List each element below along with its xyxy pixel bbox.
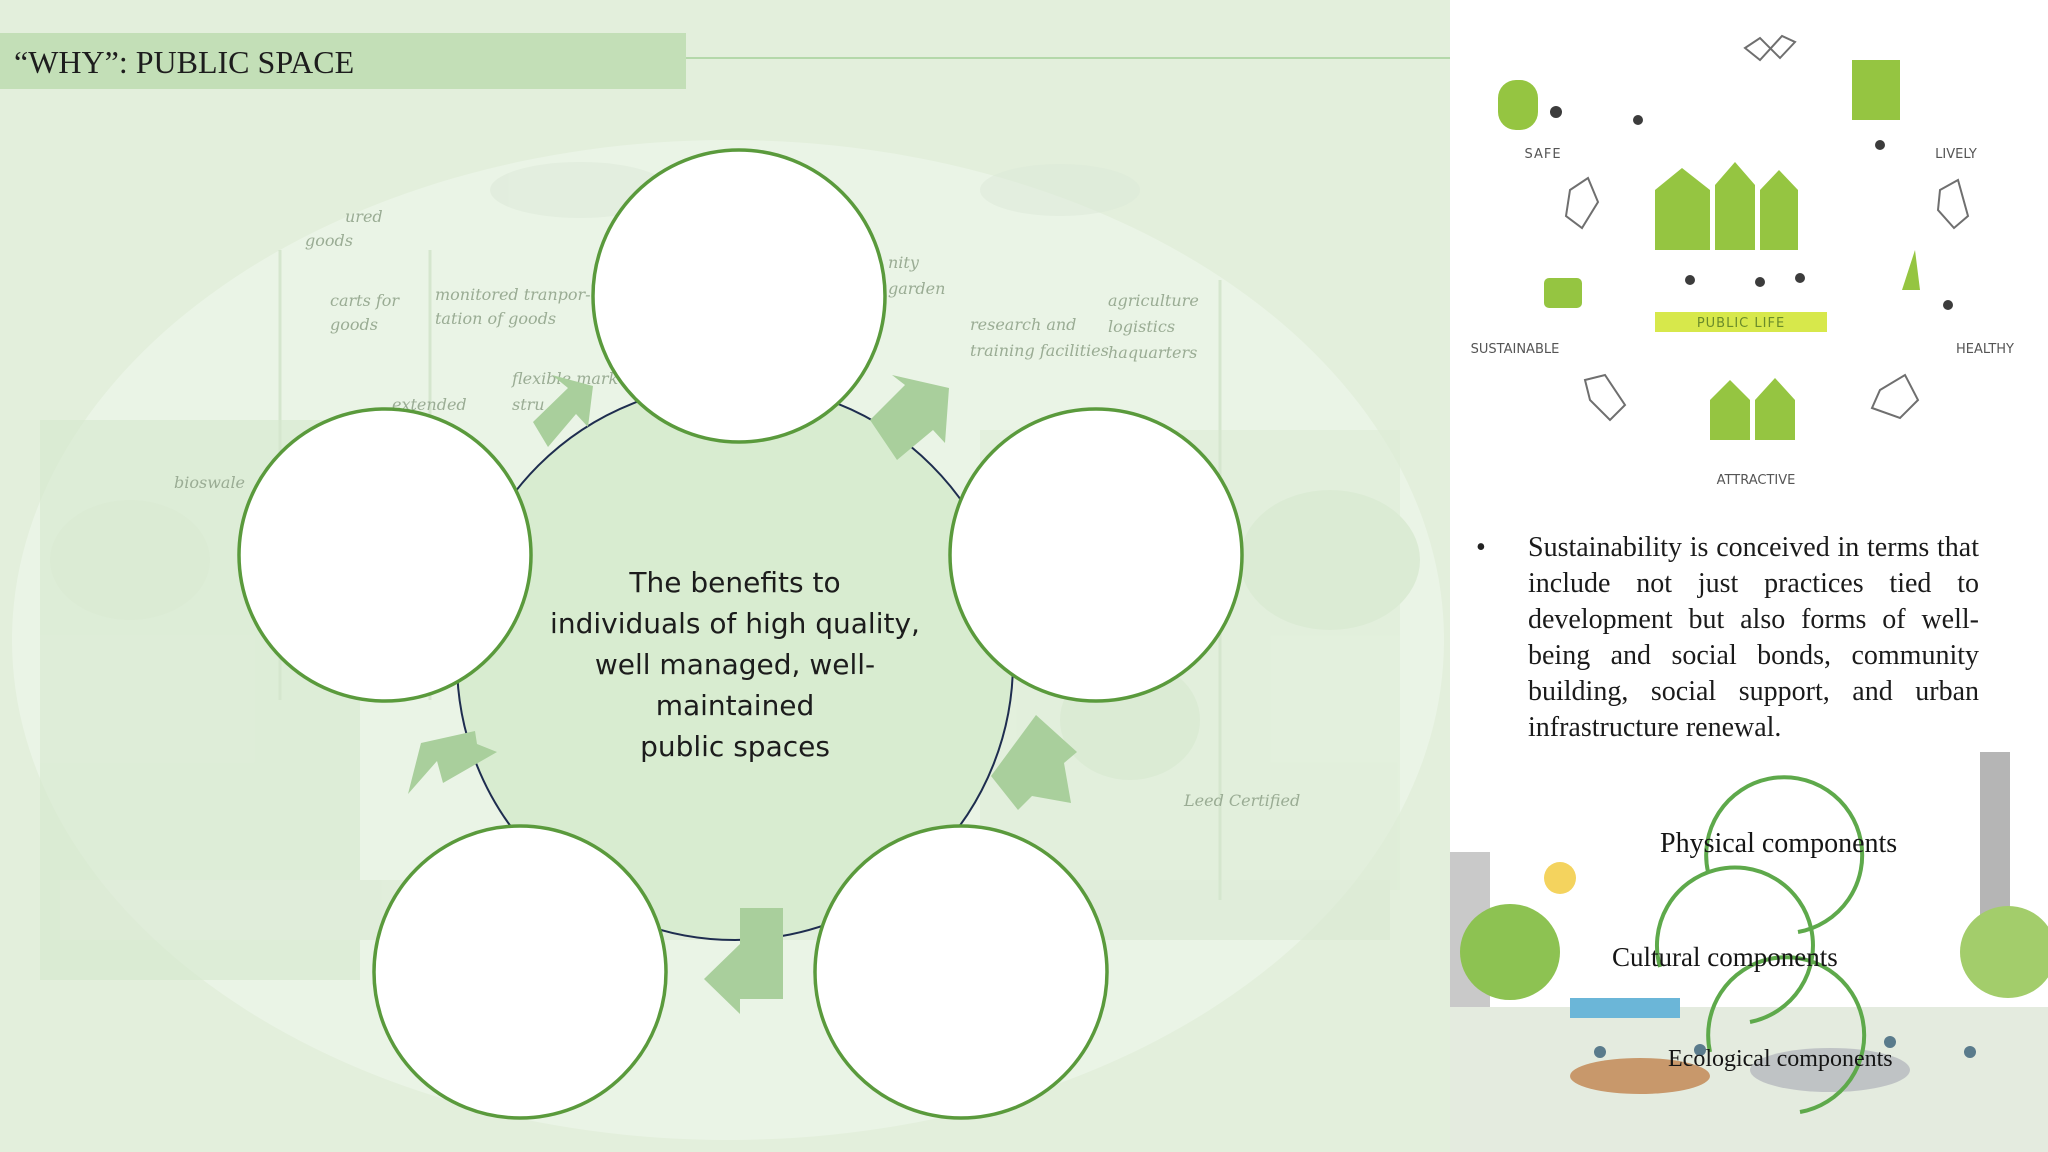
- cycle-arrow-icon-left-upper: [1564, 176, 1600, 230]
- public-life-diagram: PUBLIC LIFE SAFE LIVELY SUSTAINABLE HEAL…: [1471, 34, 2014, 488]
- attractive-house-right-icon: [1755, 400, 1795, 440]
- sketch-label-goods-2: goods: [330, 315, 378, 334]
- public-life-person-3-icon: [1795, 273, 1805, 283]
- person-icon-3: [1884, 1036, 1896, 1048]
- cycle-arrow-icon-left-lower: [1583, 373, 1627, 422]
- sketch-label-goods: goods: [305, 231, 353, 250]
- sketch-label-research-2: training facilities: [970, 341, 1109, 360]
- cultural-components-label: Cultural components: [1612, 942, 1838, 972]
- public-life-person-icon: [1685, 275, 1695, 285]
- cycle-diagram-canvas: goods ured carts for goods monitored tra…: [174, 148, 1420, 1120]
- sketch-label-research-1: research and: [970, 315, 1076, 334]
- lively-building-icon: [1852, 60, 1900, 120]
- center-line-4: maintained: [655, 689, 815, 722]
- person-icon-2: [1694, 1044, 1706, 1056]
- attractive-roof-left-icon: [1710, 380, 1750, 400]
- safe-tree-icon: [1498, 80, 1538, 130]
- sketch-label-extended: extended: [392, 395, 467, 414]
- safe-person-icon: [1550, 106, 1562, 118]
- outer-circle-bottom-left: [372, 824, 668, 1120]
- fountain-icon: [1750, 1048, 1910, 1092]
- person-icon-4: [1964, 1046, 1976, 1058]
- arrow-bottom: [704, 908, 783, 1014]
- sketch-label-bioswale: bioswale: [174, 473, 245, 492]
- center-line-5: public spaces: [640, 730, 830, 763]
- center-line-3: well managed, well-: [594, 648, 876, 681]
- sketch-label-nity: nity: [888, 253, 920, 272]
- slide-title: “WHY”: PUBLIC SPACE: [0, 33, 686, 89]
- sketch-label-monitored-2: tation of goods: [435, 309, 556, 328]
- healthy-person-icon: [1943, 300, 1953, 310]
- bench-icon: [1570, 1058, 1710, 1094]
- bullet-point-icon: •: [1476, 532, 1486, 563]
- center-line-2: individuals of high quality,: [550, 607, 920, 640]
- public-life-houses: [1655, 162, 1798, 250]
- public-life-label: PUBLIC LIFE: [1697, 316, 1785, 331]
- attractive-house-left-icon: [1710, 400, 1750, 440]
- label-attractive: ATTRACTIVE: [1717, 473, 1796, 488]
- outer-circle-left: [237, 407, 533, 703]
- lively-person-icon: [1875, 140, 1885, 150]
- sketch-label-monitored-1: monitored tranpor-: [435, 285, 591, 304]
- outer-circle-right: [948, 407, 1244, 703]
- attractive-roof-right-icon: [1755, 378, 1795, 400]
- physical-components-label: Physical components: [1660, 828, 1898, 859]
- sketch-label-stru: stru: [512, 395, 545, 414]
- sustainability-paragraph: Sustainability is conceived in terms tha…: [1528, 532, 1979, 743]
- sustainable-bus-icon: [1544, 278, 1582, 308]
- tram-icon: [1570, 998, 1680, 1018]
- public-life-person-2-icon: [1755, 277, 1765, 287]
- sketch-label-carts-for: carts for: [330, 291, 400, 310]
- cycle-arrow-icon-top: [1743, 34, 1797, 62]
- outer-circle-bottom-right: [813, 824, 1109, 1120]
- arrow-upper-right: [870, 375, 949, 460]
- label-lively: LIVELY: [1935, 147, 1977, 162]
- cycle-arrow-physical-icon: [1704, 775, 1865, 934]
- center-line-1: The benefits to: [629, 566, 841, 599]
- center-statement: The benefits to individuals of high qual…: [540, 562, 930, 767]
- public-life-banner: [1655, 312, 1827, 332]
- components-illustration: [1450, 752, 2048, 1152]
- tree-left-icon: [1460, 904, 1560, 1000]
- cycle-arrow-icon-right-upper: [1936, 178, 1970, 230]
- label-sustainable: SUSTAINABLE: [1471, 342, 1560, 357]
- healthy-sail-icon: [1902, 250, 1920, 290]
- cycle-arrow-icon-right-lower: [1870, 373, 1920, 420]
- plaza-ground: [1450, 1007, 2048, 1152]
- cycle-arrow-cultural-icon: [1654, 865, 1815, 1024]
- tree-right-icon: [1960, 906, 2048, 998]
- cycle-arrows: [408, 375, 1077, 1014]
- label-healthy: HEALTHY: [1956, 342, 2014, 357]
- sketch-label-agri-1: agriculture: [1108, 291, 1199, 310]
- sketch-label-flexible: flexible market: [511, 369, 635, 388]
- cycle-arrow-ecological-icon: [1706, 955, 1867, 1114]
- safe-person-2-icon: [1633, 115, 1643, 125]
- sketch-label-garden: garden: [888, 279, 945, 298]
- arrow-upper-left: [533, 375, 593, 447]
- left-panel: goods ured carts for goods monitored tra…: [174, 148, 1420, 1120]
- title-divider: [686, 57, 1466, 59]
- arrow-left: [408, 731, 497, 794]
- sun-icon: [1544, 862, 1576, 894]
- sketch-label-ured: ured: [345, 207, 383, 226]
- sketch-label-leed: Leed Certified: [1183, 791, 1300, 810]
- ecological-components-label: Ecological components: [1668, 1046, 1893, 1072]
- label-safe: SAFE: [1524, 147, 1561, 162]
- sketch-label-agri-2: logistics: [1108, 317, 1175, 336]
- outer-circle-top: [591, 148, 887, 444]
- sketch-label-agri-3: haquarters: [1108, 343, 1197, 362]
- arrow-right: [991, 715, 1077, 810]
- tower-right-icon: [1980, 752, 2010, 922]
- person-icon-1: [1594, 1046, 1606, 1058]
